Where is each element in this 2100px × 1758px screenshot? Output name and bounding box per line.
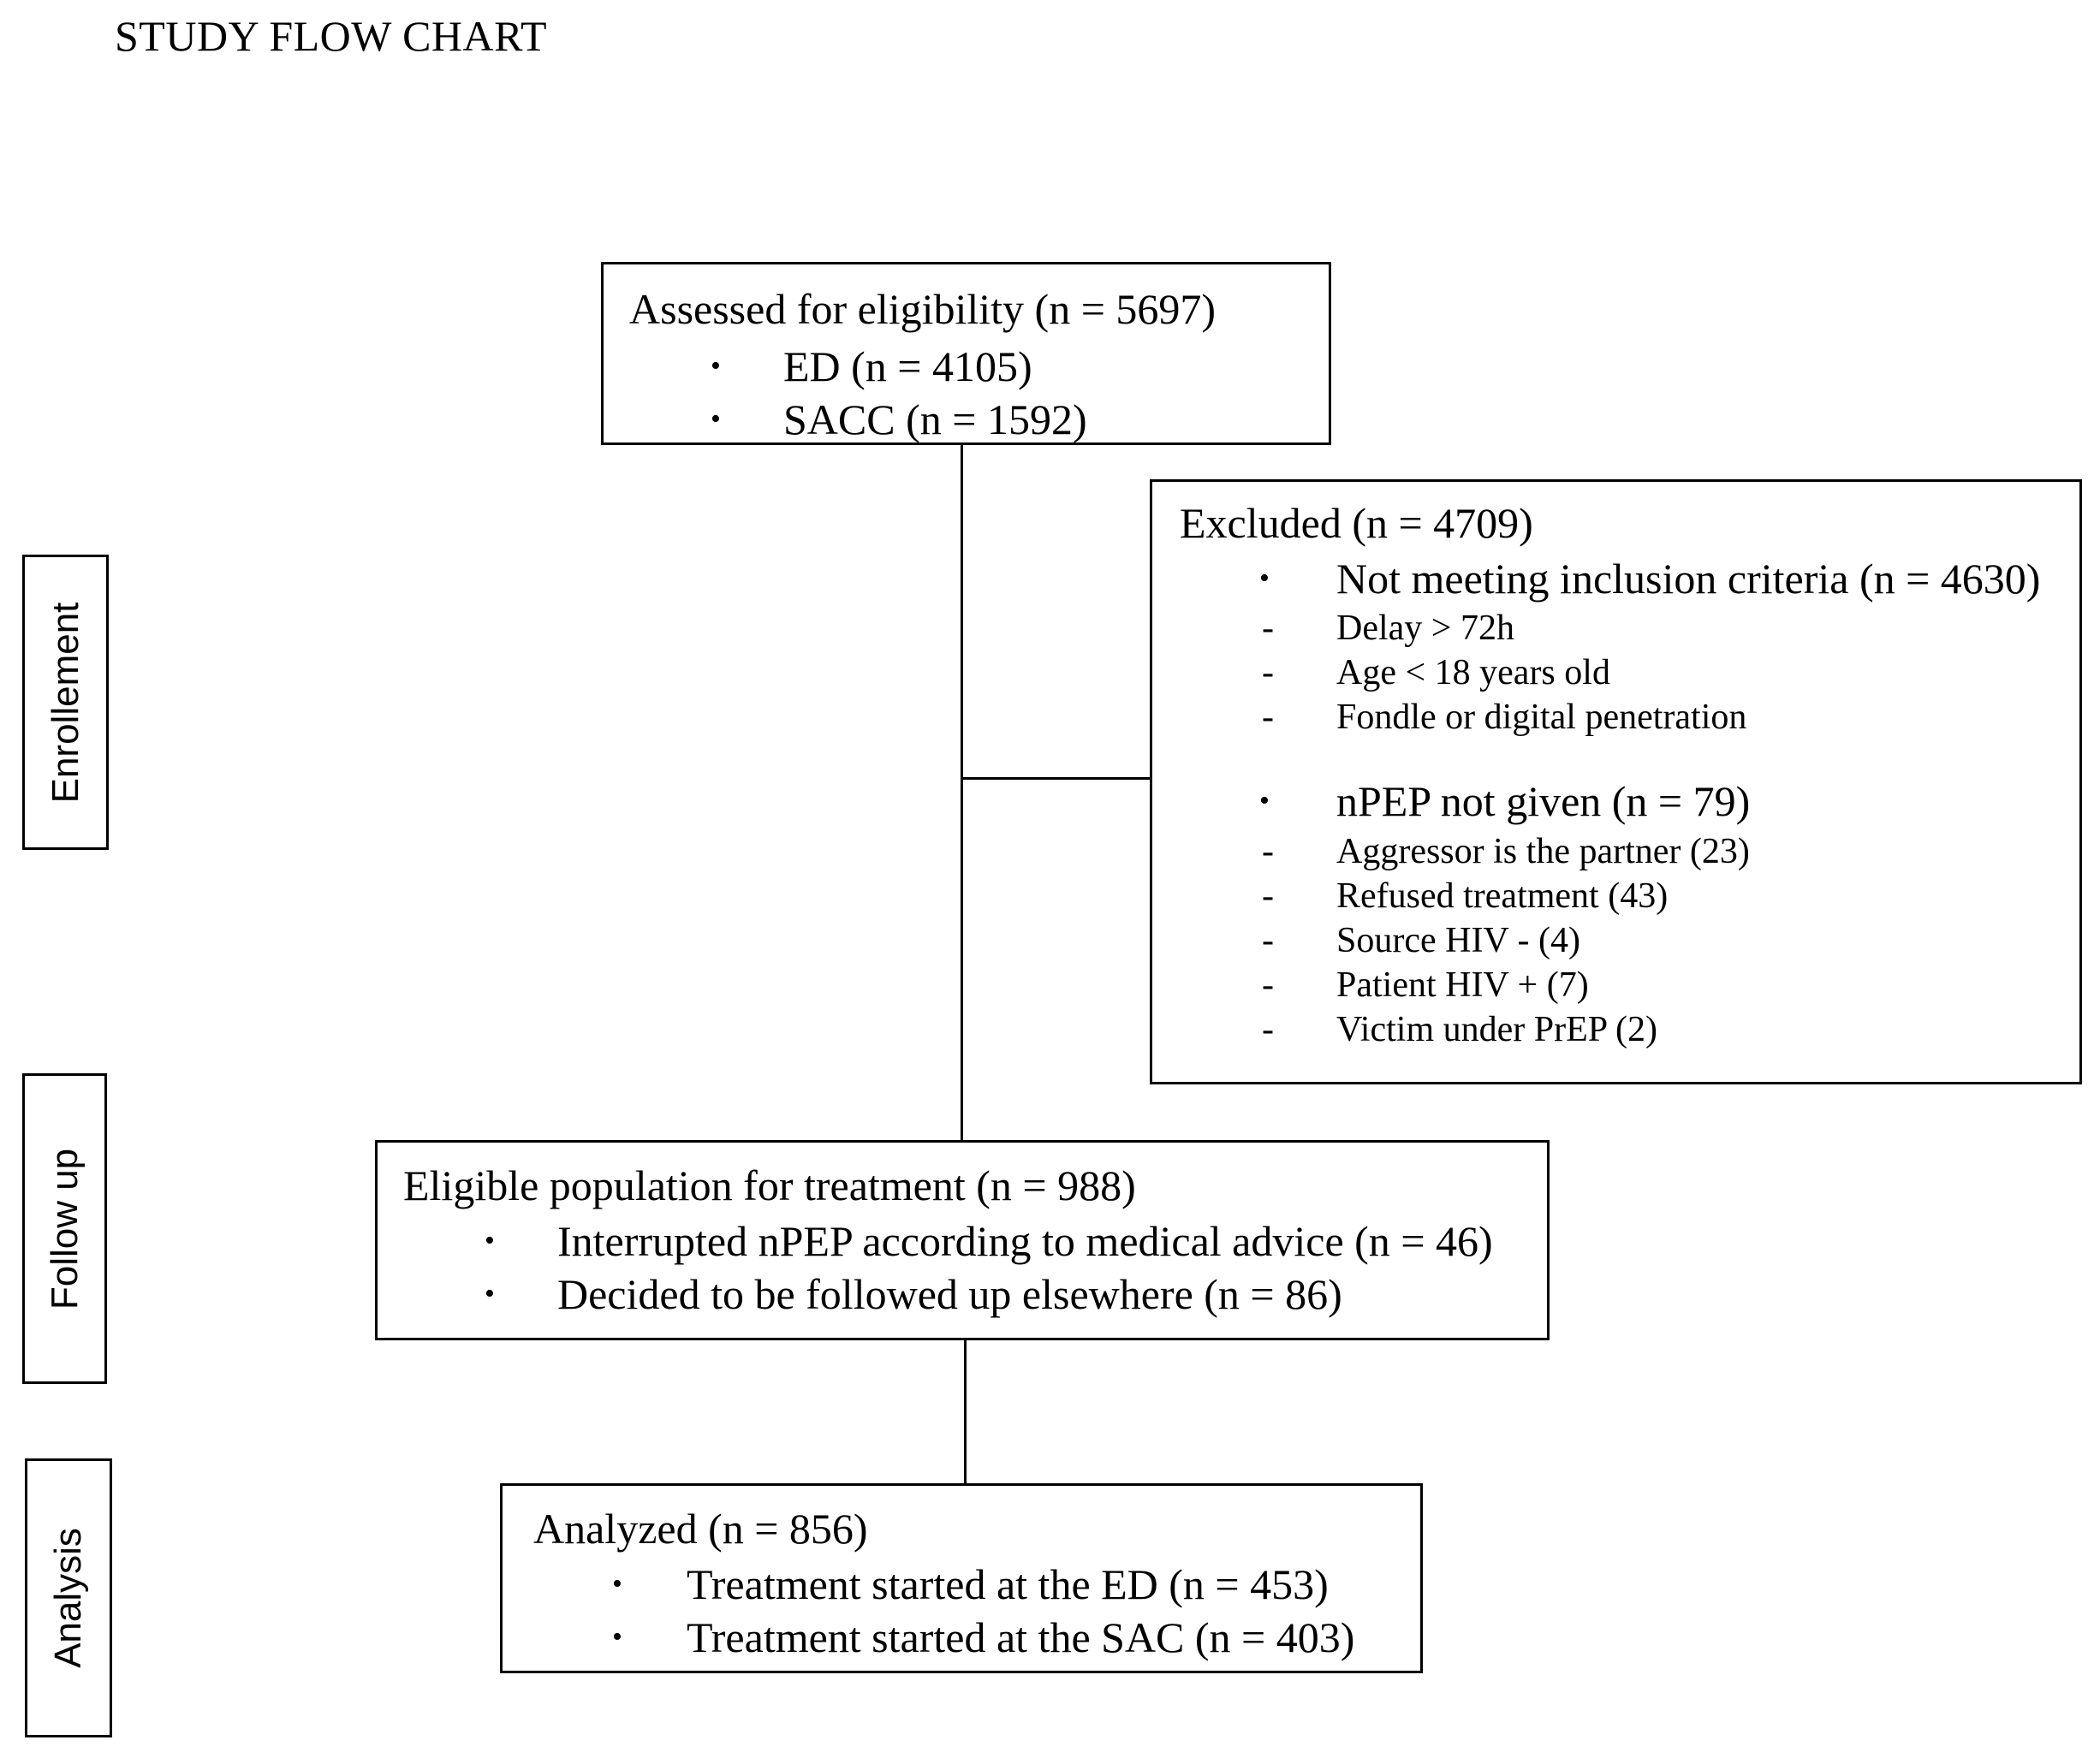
connector-assessed-to-eligible [961, 443, 963, 1141]
phase-analysis-text: Analysis [47, 1528, 89, 1668]
bullet-marker: • [612, 1621, 622, 1653]
excluded-group2-label: nPEP not given (n = 79) [1336, 777, 1751, 825]
excluded-group2-item: Patient HIV + (7) [1336, 965, 1589, 1005]
dash-marker: - [1262, 921, 1274, 960]
bullet-marker: • [1259, 785, 1270, 817]
dash-marker: - [1262, 876, 1274, 916]
dash-marker: - [1262, 698, 1274, 737]
excluded-header: Excluded (n = 4709) [1180, 499, 1533, 547]
excluded-group2-item: Source HIV - (4) [1336, 921, 1580, 960]
excluded-group1-item: Age < 18 years old [1336, 653, 1610, 692]
assessed-item-sacc: SACC (n = 1592) [783, 395, 1087, 443]
dash-marker: - [1262, 609, 1274, 648]
phase-follow-up-text: Follow up [43, 1148, 86, 1310]
analyzed-item-sac: Treatment started at the SAC (n = 403) [687, 1613, 1355, 1661]
chart-title: STUDY FLOW CHART [115, 12, 548, 60]
phase-follow-up-label: Follow up [22, 1073, 107, 1384]
excluded-group1-item: Delay > 72h [1336, 609, 1514, 648]
assessed-box: Assessed for eligibility (n = 5697) • ED… [601, 262, 1331, 445]
dash-marker: - [1262, 832, 1274, 871]
phase-analysis-label: Analysis [25, 1458, 112, 1737]
dash-marker: - [1262, 653, 1274, 692]
excluded-box: Excluded (n = 4709) • Not meeting inclus… [1150, 479, 2082, 1084]
analyzed-box: Analyzed (n = 856) • Treatment started a… [500, 1483, 1423, 1673]
dash-marker: - [1262, 965, 1274, 1005]
analyzed-item-ed: Treatment started at the ED (n = 453) [687, 1560, 1329, 1608]
eligible-item-elsewhere: Decided to be followed up elsewhere (n =… [557, 1270, 1342, 1318]
bullet-marker: • [1259, 562, 1270, 594]
dash-marker: - [1262, 1010, 1274, 1049]
excluded-group2-item: Refused treatment (43) [1336, 876, 1669, 916]
bullet-marker: • [485, 1225, 495, 1256]
bullet-marker: • [711, 403, 721, 435]
excluded-group1-item: Fondle or digital penetration [1336, 698, 1747, 737]
connector-eligible-to-analyzed [964, 1339, 967, 1485]
eligible-header: Eligible population for treatment (n = 9… [403, 1161, 1136, 1209]
excluded-group2-item: Aggressor is the partner (23) [1336, 832, 1750, 871]
eligible-box: Eligible population for treatment (n = 9… [375, 1140, 1550, 1340]
connector-to-excluded [961, 777, 1151, 780]
bullet-marker: • [485, 1278, 495, 1310]
phase-enrollment-text: Enrollement [44, 602, 86, 803]
excluded-group2-item: Victim under PrEP (2) [1336, 1010, 1658, 1049]
analyzed-header: Analyzed (n = 856) [533, 1505, 868, 1553]
bullet-marker: • [711, 350, 721, 382]
assessed-header: Assessed for eligibility (n = 5697) [629, 285, 1217, 333]
bullet-marker: • [612, 1568, 622, 1600]
excluded-group1-label: Not meeting inclusion criteria (n = 4630… [1336, 555, 2041, 603]
phase-enrollment-label: Enrollement [22, 555, 109, 850]
assessed-item-ed: ED (n = 4105) [783, 342, 1032, 390]
eligible-item-interrupted: Interrupted nPEP according to medical ad… [557, 1217, 1493, 1265]
